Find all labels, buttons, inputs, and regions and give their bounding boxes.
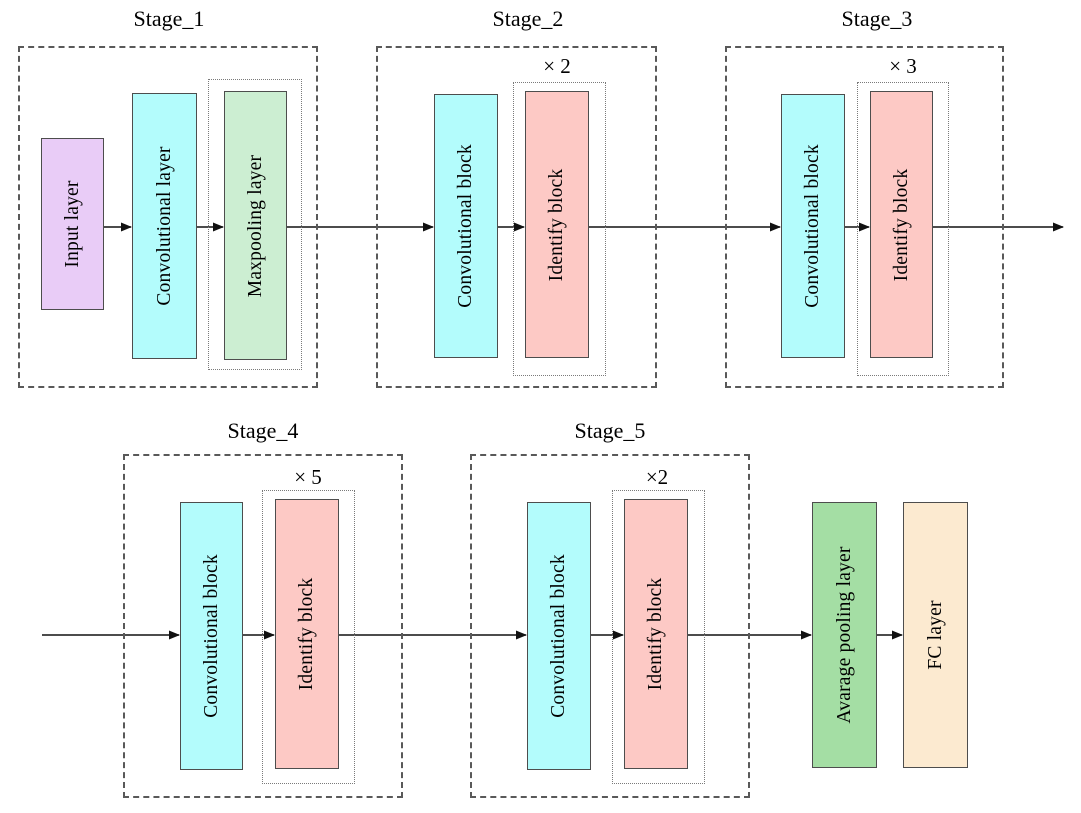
block-convolutional-layer: Convolutional layer [132,93,197,359]
stage-1-title: Stage_1 [133,6,205,31]
block-convolutional-block-s4: Convolutional block [180,502,243,770]
identify-block-label: Identify block [546,168,567,281]
identify-block-label: Identify block [645,577,666,691]
block-identify-block-s3: Identify block [870,91,933,358]
stage-5-group [470,454,750,798]
stage-4-identify-wrap [262,490,355,784]
stage-2-group [376,46,657,388]
stage-3-identify-wrap [857,82,949,376]
block-maxpooling-layer: Maxpooling layer [224,91,287,360]
block-identify-block-s4: Identify block [275,499,339,769]
stage-2-identify-wrap [513,82,606,376]
stage-4-repeat-count: × 5 [294,465,322,489]
stage-3-title: Stage_3 [841,6,913,31]
stage-5-identify-wrap [612,490,705,784]
block-convolutional-block-s5: Convolutional block [527,502,591,770]
identify-block-label: Identify block [296,577,317,691]
average-pooling-layer-label: Avarage pooling layer [833,546,855,724]
block-average-pooling-layer: Avarage pooling layer [812,502,877,768]
stage-5-repeat-count: ×2 [645,465,669,489]
convolutional-block-label: Convolutional block [802,144,823,308]
convolutional-block-label: Convolutional block [200,554,222,718]
fc-layer-label: FC layer [924,600,946,670]
identify-block-label: Identify block [890,168,912,281]
block-convolutional-block-s3: Convolutional block [781,94,845,358]
convolutional-block-label: Convolutional block [455,144,476,308]
stage-1-maxpool-wrap [208,79,302,370]
block-identify-block-s5: Identify block [624,499,688,769]
stage-1-group [18,46,318,388]
block-identify-block-s2: Identify block [525,91,589,358]
block-convolutional-block-s2: Convolutional block [434,94,498,358]
stage-4-group [123,454,403,798]
stage-5-title: Stage_5 [574,418,646,443]
block-fc-layer: FC layer [903,502,968,768]
block-input-layer: Input layer [41,138,104,310]
stage-3-repeat-count: × 3 [889,54,917,78]
input-layer-label: Input layer [61,180,83,268]
convolutional-layer-label: Convolutional layer [153,146,175,306]
stage-2-repeat-count: × 2 [543,54,571,78]
stage-3-group [725,46,1004,388]
stage-4-title: Stage_4 [227,418,299,443]
stage-2-title: Stage_2 [492,6,564,31]
maxpooling-layer-label: Maxpooling layer [244,154,266,297]
convolutional-block-label: Convolutional block [548,554,569,718]
